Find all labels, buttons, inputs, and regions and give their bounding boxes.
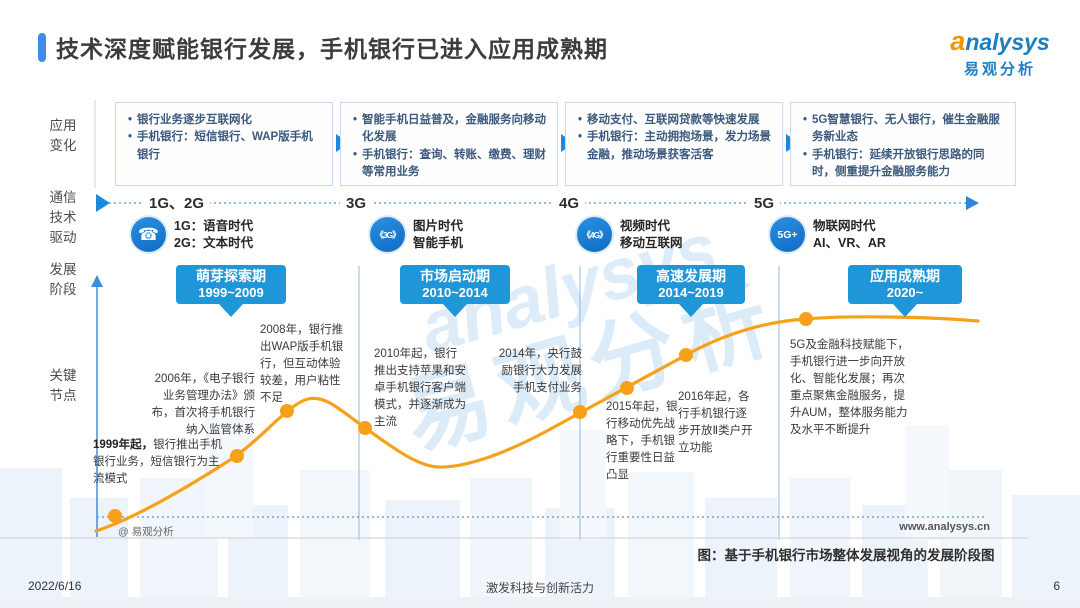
- row-label-dev-stage: 发展阶段: [49, 262, 77, 297]
- logo-chinese-name: 易观分析: [963, 61, 1036, 78]
- footer-band: [0, 597, 1080, 608]
- row-label-app-change: 应用变化: [49, 118, 77, 153]
- milestone-2008: 2008年，银行推出WAP版手机银行，但互动体验较差，用户粘性不足: [260, 324, 344, 404]
- bullet-item: 智能手机日益普及，金融服务向移动化发展: [349, 112, 547, 147]
- bullet-item: 移动支付、互联网贷款等快速发展: [574, 112, 772, 129]
- bullet-item: 5G智慧银行、无人银行，催生金融服务新业态: [799, 112, 1005, 147]
- 5g-plus-badge-icon: 5G+: [770, 217, 805, 252]
- generation-label-1g2g: 1G、2G: [143, 194, 211, 213]
- app-change-box-1: 银行业务逐步互联网化 手机银行：短信银行、WAP版手机银行: [115, 102, 333, 186]
- era-text: 图片时代智能手机: [413, 218, 464, 250]
- footer-slogan: 激发科技与创新活力: [485, 581, 594, 595]
- bullet-item: 手机银行：主动拥抱场景，发力场景金融，推动场景获客活客: [574, 129, 772, 164]
- era-video: 《4G》 视频时代移动互联网: [577, 217, 683, 252]
- era-picture: 《3G》 图片时代智能手机: [370, 217, 463, 252]
- analysys-logo: analysys 易观分析: [940, 26, 1060, 79]
- page-title: 技术深度赋能银行发展，手机银行已进入应用成熟期: [56, 36, 608, 62]
- milestone-2014: 2014年，央行鼓励银行大力发展手机支付业务: [498, 348, 582, 394]
- bullet-item: 手机银行：短信银行、WAP版手机银行: [124, 129, 322, 164]
- y-axis-arrow-icon: [91, 275, 103, 287]
- figure-caption: 图：基于手机银行市场整体发展视角的发展阶段图: [697, 548, 995, 563]
- footer-date: 2022/6/16: [28, 579, 82, 593]
- milestone-2006: 2006年，《电子银行业务管理办法》颁布，首次将手机银行纳入监管体系: [151, 373, 256, 436]
- row-label-key-nodes: 关键节点: [49, 368, 77, 403]
- logo-wordmark: analysys: [940, 26, 1060, 57]
- milestone-2010: 2010年起，银行推出支持苹果和安卓手机银行客户端模式，并逐渐成为主流: [374, 348, 466, 428]
- timeline-start-arrow-icon: [96, 194, 110, 212]
- source-note: @ 易观分析: [118, 526, 174, 538]
- app-change-box-3: 移动支付、互联网贷款等快速发展 手机银行：主动拥抱场景，发力场景金融，推动场景获…: [565, 102, 783, 186]
- milestone-2015: 2015年起，银行移动优先战略下，手机银行重要性日益凸显: [606, 401, 678, 481]
- generation-label-4g: 4G: [553, 194, 586, 213]
- bullet-item: 银行业务逐步互联网化: [124, 112, 322, 129]
- bullet-item: 手机银行：延续开放银行思路的同时，侧重提升金融服务能力: [799, 147, 1005, 182]
- logo-wordmark-rest: nalysys: [965, 29, 1050, 55]
- generation-label-3g: 3G: [340, 194, 373, 213]
- row-label-comm-tech: 通信技术驱动: [49, 190, 77, 245]
- bullet-item: 手机银行：查询、转账、缴费、理财等常用业务: [349, 147, 547, 182]
- timeline-end-arrow-icon: [966, 196, 979, 210]
- milestone-1999: 1999年起，银行推出手机银行业务，短信银行为主流模式: [93, 439, 223, 485]
- website-url: www.analysys.cn: [899, 521, 990, 533]
- 3g-badge-icon: 《3G》: [370, 217, 405, 252]
- app-change-box-4: 5G智慧银行、无人银行，催生金融服务新业态 手机银行：延续开放银行思路的同时，侧…: [790, 102, 1016, 186]
- phone-icon: ☎: [131, 217, 166, 252]
- logo-swirl-icon: a: [950, 26, 966, 56]
- page-number: 6: [1053, 579, 1060, 593]
- milestone-5g: 5G及金融科技赋能下，手机银行进一步向开放化、智能化发展；再次重点聚焦金融服务，…: [790, 339, 909, 436]
- milestone-2016: 2016年起，各行手机银行逐步开放Ⅱ类户开立功能: [678, 391, 753, 454]
- generation-label-5g: 5G: [748, 194, 781, 213]
- 4g-badge-icon: 《4G》: [577, 217, 612, 252]
- app-change-box-2: 智能手机日益普及，金融服务向移动化发展 手机银行：查询、转账、缴费、理财等常用业…: [340, 102, 558, 186]
- era-text: 视频时代移动互联网: [620, 218, 683, 250]
- title-accent-bar: [38, 33, 46, 62]
